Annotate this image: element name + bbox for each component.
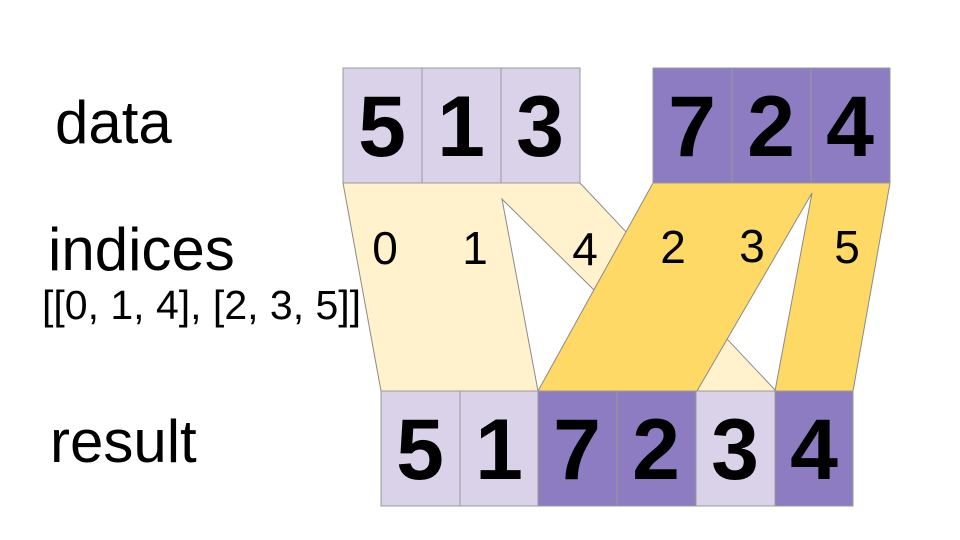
- data-block-second: 7 2 4: [652, 67, 891, 184]
- result-cell: [380, 390, 461, 507]
- index-label-0: 0: [372, 222, 398, 274]
- result-row: 5 1 7 2 3 4: [380, 390, 854, 507]
- index-label-3: 3: [739, 220, 765, 272]
- result-label: result: [50, 408, 197, 475]
- data-cell-value: 7: [668, 79, 716, 175]
- data-cell: [500, 67, 581, 184]
- index-label-2: 2: [660, 221, 686, 273]
- index-label-1: 1: [462, 222, 488, 274]
- result-cell-value: 5: [396, 402, 444, 498]
- data-cell: [342, 67, 423, 184]
- data-cell: [810, 67, 891, 184]
- data-cell-value: 5: [358, 79, 406, 175]
- result-cell-value: 4: [790, 402, 838, 498]
- data-cell-value: 4: [826, 79, 874, 175]
- data-cell-value: 1: [437, 79, 485, 175]
- data-label: data: [55, 89, 172, 156]
- data-cell-value: 3: [516, 79, 564, 175]
- result-cell: [616, 390, 697, 507]
- data-cell: [421, 67, 502, 184]
- data-cell-value: 2: [747, 79, 795, 175]
- index-label-4: 4: [572, 223, 598, 275]
- index-labels: 0 1 4 2 3 5: [372, 220, 860, 275]
- indices-label: indices: [48, 216, 235, 283]
- data-cell: [731, 67, 812, 184]
- indices-array-value: [[0, 1, 4], [2, 3, 5]]: [42, 282, 361, 328]
- result-cell: [537, 390, 618, 507]
- side-labels: data indices [[0, 1, 4], [2, 3, 5]] resu…: [42, 89, 361, 475]
- result-cell: [695, 390, 776, 507]
- index-bands: [342, 182, 891, 392]
- result-cell-value: 7: [553, 402, 601, 498]
- result-cell: [774, 390, 854, 507]
- index-label-5: 5: [834, 221, 860, 273]
- result-cell-value: 3: [711, 402, 759, 498]
- result-cell-value: 2: [632, 402, 680, 498]
- data-block-first: 5 1 3: [342, 67, 581, 184]
- result-cell-value: 1: [475, 402, 523, 498]
